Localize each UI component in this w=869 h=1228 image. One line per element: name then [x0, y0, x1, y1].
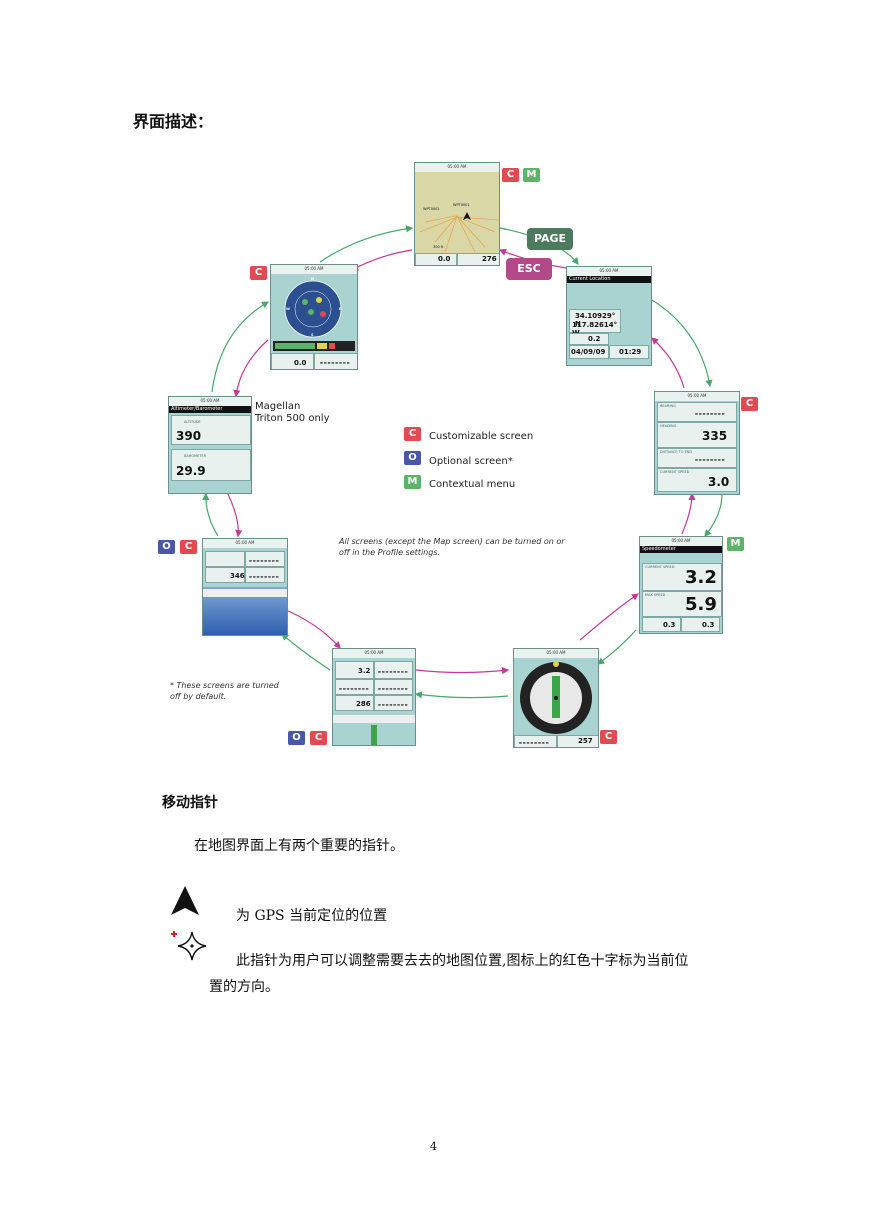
highway-screen-1: 05:00 AM -------- 346 -------- — [202, 538, 288, 636]
screen-cycle-diagram: PAGE ESC 05:00 AM WPT0002 WPT0001 300 ft… — [158, 162, 758, 748]
section-title: 界面描述： — [133, 112, 214, 131]
page-number: 4 — [430, 1140, 437, 1153]
cycle-arrows — [202, 225, 723, 699]
all-screens-note: All screens (except the Map screen) can … — [339, 537, 565, 557]
badge-customizable: C — [310, 731, 327, 745]
badge-customizable: C — [250, 266, 267, 280]
badge-optional: O — [158, 540, 175, 554]
badge-contextual: M — [523, 168, 540, 182]
badge-optional: O — [288, 731, 305, 745]
legend-badge-m: M — [404, 475, 421, 489]
badge-contextual: M — [727, 537, 744, 551]
sky-view — [284, 280, 342, 338]
subtitle: 移动指针 — [162, 795, 218, 811]
map-screen: 05:00 AM WPT0002 WPT0001 300 ft 0.0 276 — [414, 162, 500, 266]
pointer1-description: 为 GPS 当前定位的位置 — [236, 908, 388, 924]
legend-customizable: Customizable screen — [429, 431, 534, 442]
badge-customizable: C — [600, 730, 617, 744]
current-location-screen: 05:00 AM Current Location 34.10929° N 11… — [566, 266, 652, 366]
pointer2-description: 此指针为用户可以调整需要去去的地图位置,图标上的红色十字标为当前位 置的方向。 — [209, 953, 689, 995]
compass-dial — [520, 661, 592, 734]
esc-key: ESC — [506, 258, 552, 280]
signal-bars — [273, 341, 355, 351]
map-tracks — [419, 212, 499, 252]
magellan-note: Magellan Triton 500 only — [255, 401, 330, 424]
badge-customizable: C — [180, 540, 197, 554]
legend-badge-o: O — [404, 451, 421, 465]
intro-paragraph: 在地图界面上有两个重要的指针。 — [194, 838, 404, 854]
default-off-note: * These screens are turned off by defaul… — [170, 681, 279, 701]
position-arrow-icon — [463, 212, 471, 220]
altimeter-screen: 05:00 AM Altimeter/Barometer ALTITUDE 39… — [168, 396, 252, 494]
badge-customizable: C — [502, 168, 519, 182]
compass-screen: 05:00 AM -------- 257 — [513, 648, 599, 748]
legend-optional: Optional screen* — [429, 456, 513, 467]
map-cursor-icon — [171, 931, 207, 961]
highway-screen-2: 05:00 AM 3.2 -------- -------- -------- … — [332, 648, 416, 746]
legend-badge-c: C — [404, 427, 421, 441]
legend-contextual: Contextual menu — [429, 479, 516, 490]
page-key: PAGE — [527, 228, 573, 250]
gps-position-arrow-icon — [171, 886, 199, 915]
badge-customizable: C — [741, 397, 758, 411]
satellite-screen: 05:00 AM N W E S 0.0 -------- — [270, 264, 358, 370]
